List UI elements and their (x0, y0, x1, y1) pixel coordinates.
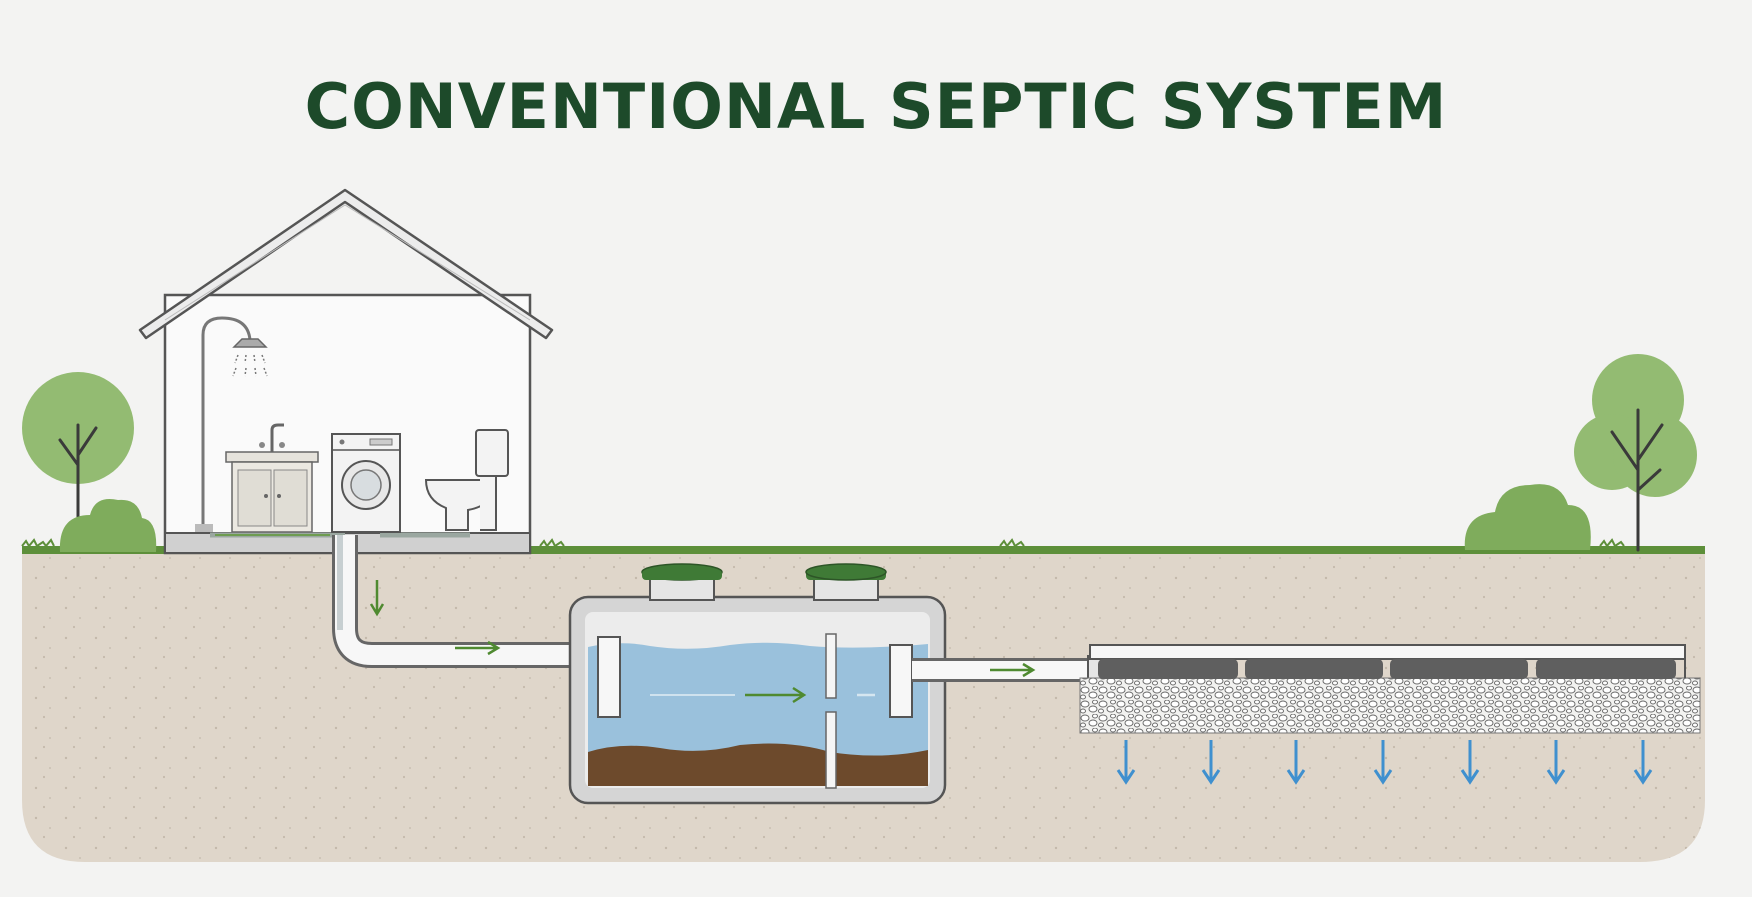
inlet-tee (597, 636, 621, 718)
shower-icon (195, 316, 268, 532)
bush-icon (1464, 484, 1591, 550)
washing-machine-icon (331, 433, 401, 533)
seepage-arrow-icon (1460, 740, 1480, 785)
flow-arrow-icon (369, 580, 385, 617)
grass-line (21, 538, 1705, 554)
outlet-tee (889, 644, 913, 718)
seepage-arrow-icon (1633, 740, 1653, 785)
tree-icon (22, 372, 134, 537)
seepage-arrow-icon (1201, 740, 1221, 785)
flow-arrow-icon (990, 662, 1036, 678)
toilet-icon (424, 429, 509, 531)
sink-icon (225, 423, 319, 533)
tank-baffle (825, 633, 837, 789)
flow-arrow-icon (455, 640, 501, 656)
seepage-arrow-icon (1286, 740, 1306, 785)
seepage-arrow-icon (1546, 740, 1566, 785)
tank-wastewater (588, 642, 928, 785)
seepage-arrow-icon (1373, 740, 1393, 785)
inlet-pipe (332, 535, 590, 668)
page-title: CONVENTIONAL SEPTIC SYSTEM (304, 70, 1448, 143)
flow-arrow-icon (745, 686, 807, 704)
tank-sludge (588, 743, 928, 786)
seepage-arrow-icon (1116, 740, 1136, 785)
bush-icon (59, 499, 157, 552)
tree-icon (1574, 354, 1697, 552)
drain-field-icon (1079, 644, 1701, 734)
